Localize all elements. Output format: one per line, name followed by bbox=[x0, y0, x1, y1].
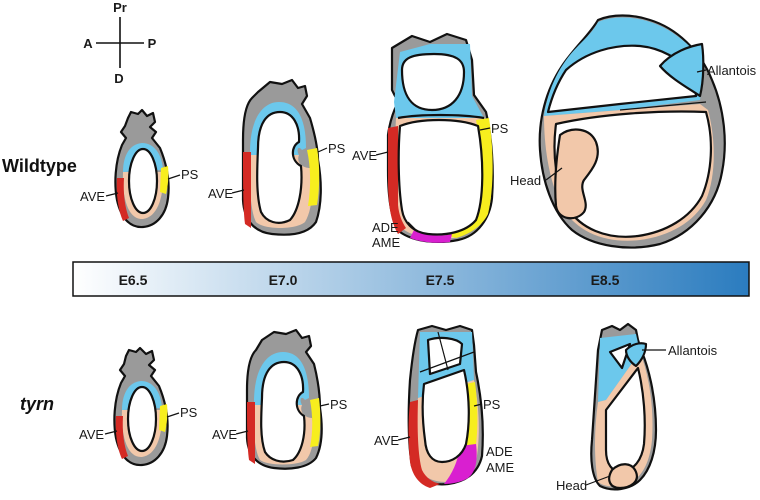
tyrn-e6-5-embryo: AVE PS bbox=[79, 346, 198, 467]
tyrn-e6-5-ave-label: AVE bbox=[79, 427, 104, 442]
wildtype-e8-5-embryo: Allantois Head bbox=[510, 14, 757, 249]
tyrn-e8-5-embryo: Allantois Head bbox=[556, 322, 718, 493]
axis-posterior-label: P bbox=[148, 36, 157, 51]
wildtype-e7-5-embryo: AVE PS ADE AME bbox=[352, 32, 509, 250]
tyrn-e7-5-ame-label: AME bbox=[486, 460, 515, 475]
wildtype-e7-0-ps-label: PS bbox=[328, 141, 346, 156]
tyrn-e7-5-ade-label: ADE bbox=[486, 444, 513, 459]
row-label-tyrn: tyrn bbox=[20, 394, 54, 414]
tyrn-e7-0-embryo: AVE PS bbox=[212, 328, 348, 470]
wildtype-e7-5-ade-label: ADE bbox=[372, 220, 399, 235]
wildtype-e7-0-embryo: AVE PS bbox=[208, 78, 346, 236]
row-label-wildtype: Wildtype bbox=[2, 156, 77, 176]
tyrn-e7-0-ave-label: AVE bbox=[212, 427, 237, 442]
stage-label-e8-5: E8.5 bbox=[591, 272, 620, 288]
wildtype-e6-5-embryo: AVE PS bbox=[80, 108, 199, 229]
wildtype-e7-5-ps-label: PS bbox=[491, 121, 509, 136]
tyrn-e8-5-allantois-label: Allantois bbox=[668, 343, 718, 358]
wildtype-e7-0-ave-label: AVE bbox=[208, 186, 233, 201]
axis-compass: Pr A P D bbox=[83, 0, 156, 86]
axis-proximal-label: Pr bbox=[113, 0, 127, 15]
tyrn-e7-5-ave-label: AVE bbox=[374, 433, 399, 448]
axis-anterior-label: A bbox=[83, 36, 93, 51]
tyrn-e7-0-ps-label: PS bbox=[330, 397, 348, 412]
wildtype-e6-5-ave-label: AVE bbox=[80, 189, 105, 204]
axis-distal-label: D bbox=[114, 71, 123, 86]
timeline-bar: E6.5 E7.0 E7.5 E8.5 bbox=[72, 261, 750, 297]
wildtype-e7-5-ame-label: AME bbox=[372, 235, 401, 250]
wildtype-e8-5-head-label: Head bbox=[510, 173, 541, 188]
tyrn-e6-5-ps-label: PS bbox=[180, 405, 198, 420]
stage-label-e6-5: E6.5 bbox=[119, 272, 148, 288]
stage-label-e7-5: E7.5 bbox=[426, 272, 455, 288]
tyrn-e7-5-ps-label: PS bbox=[483, 397, 501, 412]
wildtype-e7-5-ave-label: AVE bbox=[352, 148, 377, 163]
wildtype-e6-5-ps-label: PS bbox=[181, 167, 199, 182]
stage-label-e7-0: E7.0 bbox=[269, 272, 298, 288]
wildtype-e8-5-allantois-label: Allantois bbox=[707, 63, 757, 78]
tyrn-e8-5-head-label: Head bbox=[556, 478, 587, 493]
tyrn-e7-5-embryo: AVE PS ADE AME bbox=[374, 324, 515, 488]
